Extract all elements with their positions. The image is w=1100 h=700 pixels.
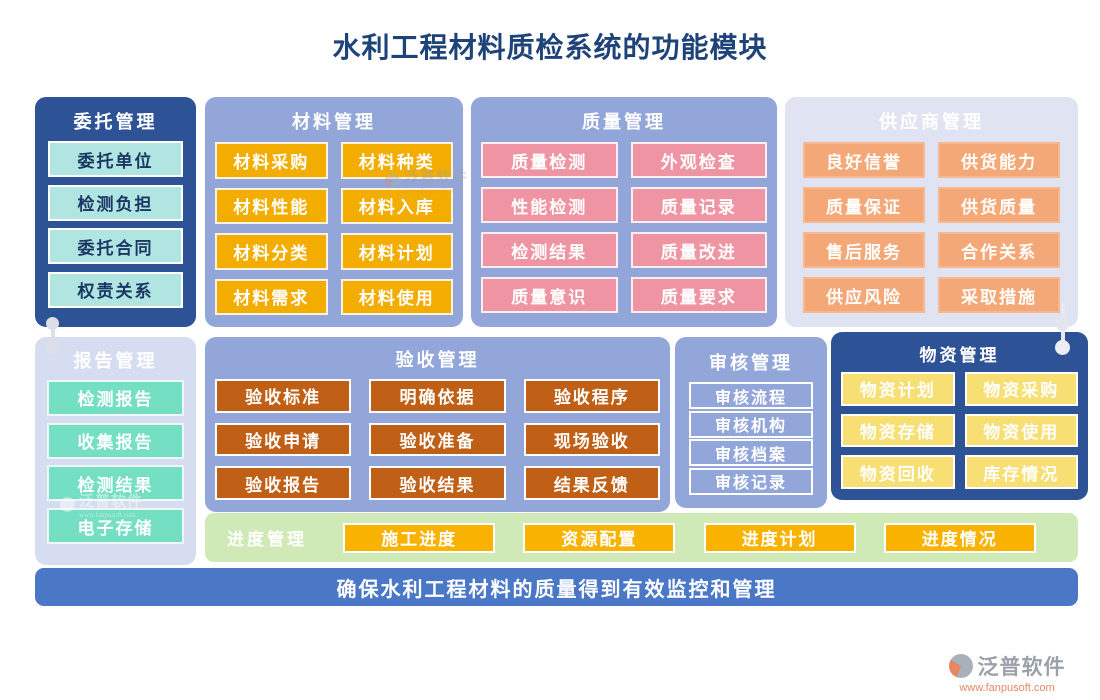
module-goods-storage: 物资存储 [841,413,955,448]
module-material-plan: 材料计划 [340,233,453,270]
module-resource-allocation: 资源配置 [523,522,676,553]
module-rights-duties: 权责关系 [48,271,183,308]
module-audit-process: 审核流程 [689,382,813,410]
panel-acceptance-title: 验收管理 [395,350,480,370]
module-quality-record: 质量记录 [630,187,767,223]
module-material-performance: 材料性能 [215,187,328,224]
module-audit-record: 审核记录 [689,467,813,495]
module-construction-progress: 施工进度 [343,522,496,553]
brand-logo-icon [948,654,973,678]
module-good-reputation: 良好信誉 [803,142,925,178]
panel-audit-title: 审核管理 [709,353,793,373]
module-material-inbound: 材料入库 [340,187,453,224]
module-result-feedback: 结果反馈 [523,466,660,500]
panel-goods-title: 物资管理 [919,346,1000,365]
module-acceptance-procedure: 验收程序 [523,379,660,413]
module-acceptance-prepare: 验收准备 [369,422,506,457]
module-quality-assurance: 质量保证 [803,187,925,223]
module-test-result: 检测结果 [481,232,618,268]
module-supply-quality: 供货质量 [938,187,1060,223]
panel-supplier-management: 供应商管理 良好信誉 供货能力 质量保证 供货质量 售后服务 合作关系 供应风险… [785,97,1078,327]
brand-logo: 泛普软件 www.fanpusoft.com [932,651,1082,694]
module-goods-purchase: 物资采购 [964,372,1078,406]
module-entrust-contract: 委托合同 [48,228,183,265]
module-test-report: 检测报告 [47,379,184,416]
module-material-purchase: 材料采购 [215,142,328,179]
module-electronic-storage: 电子存储 [47,508,184,545]
module-collect-report: 收集报告 [47,422,184,459]
summary-banner: 确保水利工程材料的质量得到有效监控和管理 [35,568,1078,606]
module-acceptance-apply: 验收申请 [215,422,352,457]
module-acceptance-standard: 验收标准 [215,379,352,413]
module-supply-capacity: 供货能力 [938,142,1060,178]
module-inventory-status: 库存情况 [964,455,1078,489]
panel-quality-management: 质量管理 质量检测 外观检查 性能检测 质量记录 检测结果 质量改进 质量意识 … [471,97,777,327]
module-goods-recycle: 物资回收 [841,455,955,489]
module-quality-improve: 质量改进 [630,232,767,268]
module-onsite-acceptance: 现场验收 [523,422,660,457]
module-material-demand: 材料需求 [215,278,328,315]
connector-dot-left-bottom [45,339,60,354]
module-progress-status: 进度情况 [883,522,1036,553]
connector-dot-right-bottom [1055,340,1070,355]
module-test-result-report: 检测结果 [47,465,184,502]
module-acceptance-report: 验收报告 [215,466,352,500]
module-take-measures: 采取措施 [938,277,1060,313]
module-after-sales-service: 售后服务 [803,232,925,268]
module-material-type: 材料种类 [340,142,453,179]
brand-url: www.fanpusoft.com [959,682,1055,694]
panel-supplier-title: 供应商管理 [879,112,984,132]
panel-report-management: 报告管理 检测报告 收集报告 检测结果 电子存储 [35,337,196,565]
panel-audit-management: 审核管理 审核流程 审核机构 审核档案 审核记录 [675,337,827,508]
module-goods-plan: 物资计划 [841,372,955,406]
panel-material-management: 材料管理 材料采购 材料种类 材料性能 材料入库 材料分类 材料计划 材料需求 … [205,97,463,327]
panel-entrust-title: 委托管理 [73,112,158,132]
module-entrust-unit: 委托单位 [48,141,183,178]
module-performance-test: 性能检测 [481,187,618,223]
module-appearance-check: 外观检查 [630,142,767,178]
module-clear-basis: 明确依据 [369,379,506,413]
panel-quality-title: 质量管理 [582,112,666,132]
panel-report-title: 报告管理 [73,351,158,371]
module-progress-plan: 进度计划 [703,522,856,553]
panel-progress-management: 进度管理 施工进度 资源配置 进度计划 进度情况 [205,513,1078,562]
panel-entrust-management: 委托管理 委托单位 检测负担 委托合同 权责关系 [35,97,196,327]
panel-material-title: 材料管理 [292,112,376,132]
brand-name: 泛普软件 [977,656,1066,679]
module-audit-agency: 审核机构 [689,410,813,438]
module-audit-archive: 审核档案 [689,439,813,467]
module-test-burden: 检测负担 [48,184,183,221]
module-material-classify: 材料分类 [215,233,328,270]
connector-line-left [51,322,55,348]
module-quality-test: 质量检测 [481,142,618,178]
module-quality-requirement: 质量要求 [630,277,767,313]
connector-dot-right-top [1056,318,1069,331]
module-cooperation-relation: 合作关系 [938,232,1060,268]
module-material-use: 材料使用 [340,278,453,315]
module-supply-risk: 供应风险 [803,277,925,313]
panel-goods-management: 物资管理 物资计划 物资采购 物资存储 物资使用 物资回收 库存情况 [831,332,1088,500]
page-title: 水利工程材料质检系统的功能模块 [332,33,768,64]
module-acceptance-result: 验收结果 [369,466,506,500]
connector-dot-left-top [46,317,59,330]
panel-acceptance-management: 验收管理 验收标准 明确依据 验收程序 验收申请 验收准备 现场验收 验收报告 … [205,337,670,512]
module-goods-use: 物资使用 [964,413,1078,448]
module-quality-awareness: 质量意识 [481,277,618,313]
panel-progress-title: 进度管理 [227,530,307,549]
